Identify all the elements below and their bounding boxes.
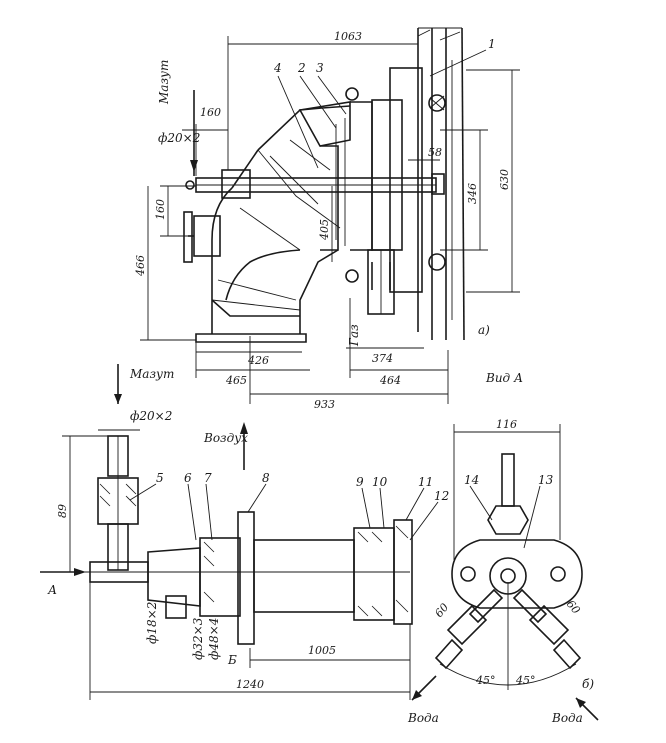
callout-7: 7 <box>204 471 212 485</box>
top-view-dimensions <box>140 36 520 404</box>
dim-1063: 1063 <box>334 30 362 43</box>
dim-466: 466 <box>134 255 147 277</box>
mazut-label-top: Мазут <box>157 60 171 105</box>
pipe-diameter-top: ф20×2 <box>158 131 200 145</box>
water-nozzle-left <box>434 588 504 670</box>
gas-pipe-down <box>367 249 395 315</box>
dim-426: 426 <box>247 354 269 367</box>
callout-1: 1 <box>488 37 496 51</box>
left-inlet-stub <box>183 211 221 263</box>
callout-2: 2 <box>297 61 306 75</box>
dim-933: 933 <box>314 398 335 411</box>
dim-374: 374 <box>372 352 393 365</box>
dim-1005: 1005 <box>308 644 336 657</box>
dim-89: 89 <box>56 504 69 518</box>
callout-11: 11 <box>418 475 433 489</box>
dim-346: 346 <box>466 183 479 204</box>
mazut-vertical-pipe <box>97 435 139 571</box>
head-plate <box>451 539 583 609</box>
flange-bolts <box>345 87 359 283</box>
top-view-burner-assembly: Мазут ф20×2 Газ а) 1063 160 160 466 405 … <box>134 27 520 411</box>
pipe-48-label: ф48×4 <box>207 618 221 660</box>
side-view-labels: Мазут ф20×2 Воздух А Б ф18×2 ф32×3 ф48×4… <box>47 367 449 691</box>
angle-45-right: 45° <box>515 674 536 687</box>
pipe-18-label: ф18×2 <box>145 602 159 644</box>
mazut-label-side: Мазут <box>129 367 174 381</box>
gas-elbow-pipe <box>195 187 307 343</box>
callout-5: 5 <box>156 471 164 485</box>
sub-a-label: а) <box>478 323 490 337</box>
callout-3: 3 <box>316 61 324 75</box>
gas-label: Газ <box>347 324 361 347</box>
dim-160-v: 160 <box>154 199 167 220</box>
callout-14: 14 <box>464 473 479 487</box>
plate-hole-right <box>550 566 566 582</box>
pipe-32-label: ф32×3 <box>191 617 205 660</box>
vertical-duct <box>417 27 465 341</box>
callout-8: 8 <box>262 471 270 485</box>
dim-116: 116 <box>496 418 517 431</box>
side-view-dimensions <box>40 364 439 700</box>
dim-630: 630 <box>498 169 511 190</box>
section-b-mark: Б <box>227 653 237 667</box>
view-a-title: Вид А <box>485 371 523 385</box>
plate-hole-left <box>460 566 476 582</box>
callout-4: 4 <box>273 61 282 75</box>
water-label-left: Вода <box>407 711 439 725</box>
angle-45-left: 45° <box>475 674 496 687</box>
dim-405: 405 <box>318 219 331 241</box>
callout-6: 6 <box>184 471 192 485</box>
top-stem <box>501 453 515 507</box>
pipe-diameter-side: ф20×2 <box>130 409 172 423</box>
dim-464: 464 <box>379 374 401 387</box>
callout-9: 9 <box>356 475 364 489</box>
dim-1240: 1240 <box>236 678 264 691</box>
dim-160-h: 160 <box>200 106 221 119</box>
air-label: Воздух <box>203 431 248 445</box>
burner-cone-housing <box>231 101 373 334</box>
mazut-lance <box>185 169 445 199</box>
view-a-arrow-label: А <box>47 583 57 597</box>
callout-10: 10 <box>372 475 388 489</box>
dim-60-right: 60 <box>564 598 583 617</box>
callout-13: 13 <box>538 473 554 487</box>
side-view-burner: Мазут ф20×2 Воздух А Б ф18×2 ф32×3 ф48×4… <box>40 364 449 700</box>
mounting-flange <box>371 67 446 293</box>
dim-465: 465 <box>225 374 247 387</box>
callout-12: 12 <box>434 489 449 503</box>
dim-58: 58 <box>428 146 442 159</box>
sub-b-label: б) <box>582 677 594 691</box>
dim-60-left: 60 <box>432 601 451 620</box>
view-a-nozzle-head: Вид А б) Вода Вода 116 60 60 45° 45° 14 … <box>407 371 599 725</box>
top-view-labels: Мазут ф20×2 Газ а) 1063 160 160 466 405 … <box>134 30 511 411</box>
lance-body <box>89 511 413 645</box>
water-label-right: Вода <box>551 711 583 725</box>
hex-nut <box>487 505 529 535</box>
center-bore <box>500 568 516 584</box>
